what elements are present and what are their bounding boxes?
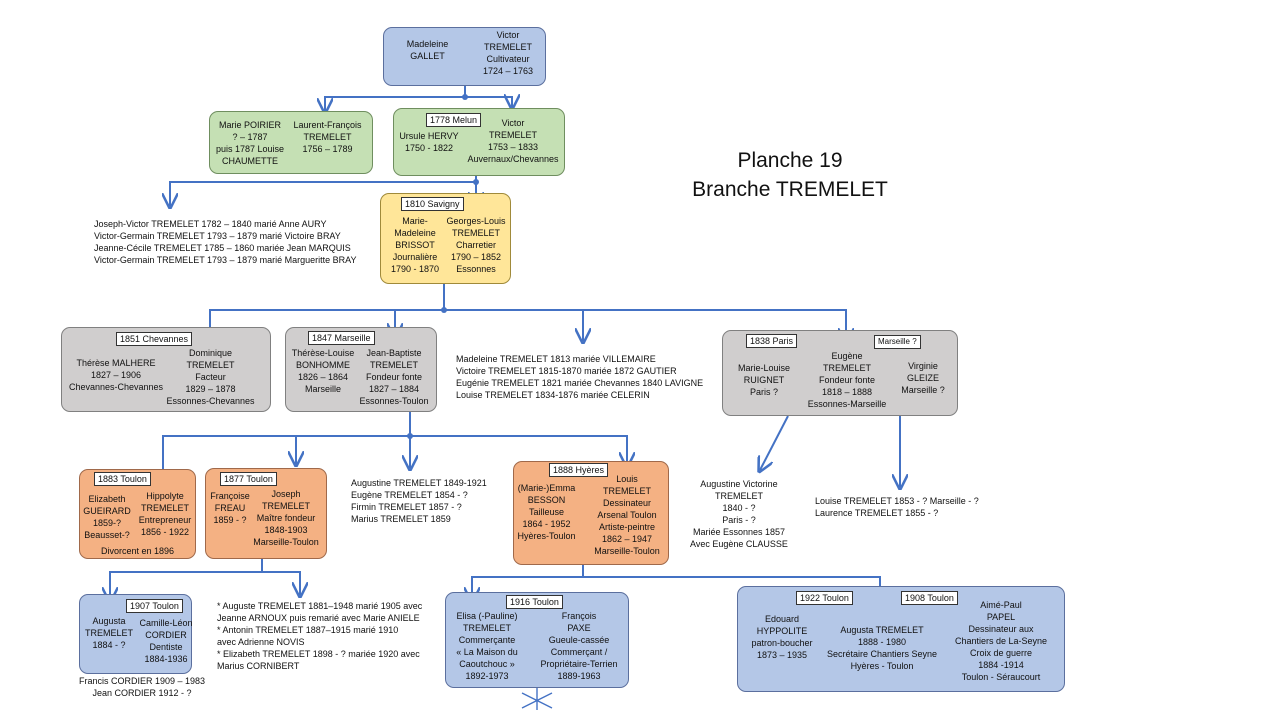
list-item: 1840 - ? [722, 503, 756, 513]
family-box-besson-tremelet[interactable] [513, 461, 669, 565]
marriage-tag: 1810 Savigny [401, 197, 464, 211]
marriage-tag: 1847 Marseille [308, 331, 375, 345]
list-item: Louise TREMELET 1834-1876 mariée CELERIN [456, 390, 650, 400]
list-item: Augustine TREMELET 1849-1921 [351, 478, 487, 488]
family-box-gallet-tremelet[interactable] [383, 27, 546, 86]
divorce-note: Divorcent en 1896 [100, 546, 175, 556]
marriage-tag: 1851 Chevannes [116, 332, 193, 346]
list-item: Eugène TREMELET 1854 - ? [351, 490, 468, 500]
children-list-melun: Joseph-Victor TREMELET 1782 – 1840 marié… [94, 218, 356, 266]
list-item: Augustine Victorine [700, 479, 778, 489]
list-item: * Auguste TREMELET 1881–1948 marié 1905 … [217, 601, 423, 611]
list-item: Jean CORDIER 1912 - ? [92, 688, 192, 698]
list-item: Victoire TREMELET 1815-1870 mariée 1872 … [456, 366, 677, 376]
children-list-toulon-1877: * Auguste TREMELET 1881–1948 marié 1905 … [217, 600, 422, 672]
list-item: Jeanne ARNOUX puis remarié avec Marie AN… [217, 613, 420, 623]
marriage-tag: 1883 Toulon [94, 472, 151, 486]
list-item: Firmin TREMELET 1857 - ? [351, 502, 462, 512]
marriage-tag: 1907 Toulon [126, 599, 183, 613]
list-item: Victor-Germain TREMELET 1793 – 1879 mari… [94, 231, 341, 241]
children-list-cordier: Francis CORDIER 1909 – 1983 Jean CORDIER… [76, 675, 208, 699]
list-item: Joseph-Victor TREMELET 1782 – 1840 marié… [94, 219, 327, 229]
list-item: avec Adrienne NOVIS [217, 637, 305, 647]
list-item: Victor-Germain TREMELET 1793 – 1879 mari… [94, 255, 357, 265]
list-item: Louise TREMELET 1853 - ? Marseille - ? [815, 496, 979, 506]
children-list-marseille-gleize: Louise TREMELET 1853 - ? Marseille - ? L… [815, 495, 979, 519]
children-list-marseille: Augustine TREMELET 1849-1921 Eugène TREM… [351, 477, 487, 525]
list-item: Paris - ? [722, 515, 756, 525]
list-item: Mariée Essonnes 1857 [692, 527, 786, 537]
marriage-tag: 1838 Paris [746, 334, 798, 348]
list-item: * Antonin TREMELET 1887–1915 marié 1910 [217, 625, 399, 635]
marriage-tag: 1922 Toulon [796, 591, 853, 605]
marriage-tag: 1888 Hyères [549, 463, 609, 477]
list-item: Madeleine TREMELET 1813 mariée VILLEMAIR… [456, 354, 656, 364]
list-item: Eugénie TREMELET 1821 mariée Chevannes 1… [456, 378, 704, 388]
list-item: Marius CORNIBERT [217, 661, 300, 671]
marriage-tag: 1778 Melun [426, 113, 482, 127]
planche-title: Planche 19 Branche TREMELET [660, 146, 920, 204]
title-line-2: Branche TREMELET [692, 178, 888, 201]
family-box-poirier-tremelet[interactable] [209, 111, 373, 174]
list-item: TREMELET [714, 491, 763, 501]
marriage-tag: 1877 Toulon [220, 472, 277, 486]
list-item: Jeanne-Cécile TREMELET 1785 – 1860 marié… [94, 243, 351, 253]
children-list-paris: Augustine Victorine TREMELET 1840 - ? Pa… [684, 478, 794, 550]
list-item: Avec Eugène CLAUSSE [690, 539, 788, 549]
title-line-1: Planche 19 [737, 149, 843, 172]
children-list-savigny: Madeleine TREMELET 1813 mariée VILLEMAIR… [456, 353, 703, 401]
marriage-tag-2: 1908 Toulon [901, 591, 958, 605]
list-item: * Elizabeth TREMELET 1898 - ? mariée 192… [217, 649, 420, 659]
marriage-tag-2: Marseille ? [874, 335, 921, 349]
list-item: Francis CORDIER 1909 – 1983 [78, 676, 206, 686]
marriage-tag: 1916 Toulon [506, 595, 563, 609]
list-item: Laurence TREMELET 1855 - ? [815, 508, 939, 518]
list-item: Marius TREMELET 1859 [351, 514, 451, 524]
